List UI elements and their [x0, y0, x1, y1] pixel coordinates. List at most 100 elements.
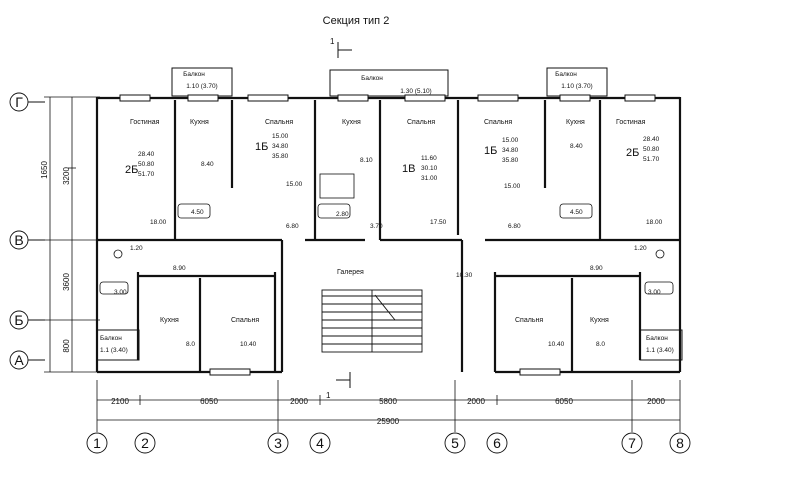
axis-label: Г: [15, 94, 23, 110]
room-name: Галерея: [337, 269, 364, 276]
room-area: 8.40: [201, 161, 214, 168]
dim-top: 5800: [379, 397, 397, 406]
room-area: 18.00: [646, 219, 663, 226]
balcony-label: Балкон: [555, 71, 577, 78]
room-area: 3.70: [370, 223, 383, 230]
apartment-area: 28.40: [138, 151, 155, 158]
axis-label: 5: [451, 435, 459, 451]
room-name: Спальня: [515, 317, 543, 324]
axis-label: В: [14, 232, 23, 248]
dim-left: 3600: [62, 273, 71, 291]
apartment-area: 31.00: [421, 175, 438, 182]
stairwell: [321, 289, 423, 353]
room-area: 10.40: [548, 341, 565, 348]
balconies-bottom: [96, 329, 683, 361]
axis-bubbles-vertical: [9, 92, 45, 370]
axis-label: 2: [141, 435, 149, 451]
apartment-area: 50.80: [138, 161, 155, 168]
balcony-label: Балкон: [100, 335, 122, 342]
dim-top: 2000: [467, 397, 485, 406]
room-name: Спальня: [407, 119, 435, 126]
dim-top: 6050: [200, 397, 218, 406]
room-area: 8.0: [186, 341, 195, 348]
apartment-type: 2Б: [125, 164, 138, 176]
apartment-area: 11.60: [421, 155, 437, 162]
apartment-type: 1В: [402, 163, 415, 175]
axis-label: 7: [628, 435, 636, 451]
room-area: 8.90: [173, 265, 186, 272]
axis-label: 4: [316, 435, 324, 451]
room-area: 17.50: [430, 219, 447, 226]
dimension-lines-bottom: [96, 380, 681, 432]
apartment-area: 34.80: [502, 147, 519, 154]
room-area: 6.80: [508, 223, 521, 230]
balcony-label: Балкон: [183, 71, 205, 78]
section-mark-bottom: 1: [326, 391, 331, 400]
room-area: 3.00: [114, 289, 127, 296]
room-area: 15.00: [504, 183, 521, 190]
room-name: Кухня: [590, 317, 609, 324]
room-area: 8.40: [570, 143, 583, 150]
apartment-area: 34.80: [272, 143, 289, 150]
room-name: Гостиная: [130, 119, 160, 126]
room-area: 3.00: [648, 289, 661, 296]
windows: [119, 94, 656, 376]
apartment-type: 1Б: [255, 141, 268, 153]
axis-label: Б: [14, 312, 23, 328]
dim-left: 800: [62, 339, 71, 353]
apartment-area: 51.70: [138, 171, 155, 178]
room-area: 4.50: [191, 209, 204, 216]
balcony-area: 1.1 (3.40): [646, 347, 674, 354]
balconies-top: [171, 67, 608, 97]
room-area: 15.00: [286, 181, 303, 188]
dim-left: 1650: [40, 161, 49, 179]
apartment-area: 30.10: [421, 165, 438, 172]
dim-top: 2100: [111, 397, 129, 406]
dim-top: 2000: [290, 397, 308, 406]
room-area: 10.30: [456, 272, 473, 279]
balcony-area: 1.10 (3.70): [186, 83, 217, 90]
room-area: 8.10: [360, 157, 373, 164]
apartment-area: 15.00: [272, 133, 289, 140]
room-area: 18.00: [150, 219, 167, 226]
room-name: Гостиная: [616, 119, 646, 126]
room-area: 10.40: [240, 341, 257, 348]
room-area: 8.90: [590, 265, 603, 272]
section-cut-bottom: [336, 372, 351, 388]
dim-top: 6050: [555, 397, 573, 406]
walls: [95, 96, 682, 374]
room-area: 1.20: [130, 245, 143, 252]
room-name: Спальня: [265, 119, 293, 126]
room-name: Спальня: [231, 317, 259, 324]
apartment-type: 1Б: [484, 145, 497, 157]
room-area: 8.0: [596, 341, 605, 348]
room-area: 4.50: [570, 209, 583, 216]
dimension-lines-left: [44, 96, 100, 373]
plumbing-fixtures: [99, 173, 674, 295]
apartment-area: 28.40: [643, 136, 660, 143]
axis-label: 1: [93, 435, 101, 451]
axis-bubbles-horizontal: [86, 432, 691, 454]
section-mark-top: 1: [330, 37, 335, 46]
dim-left: 3200: [62, 167, 71, 185]
axis-label: 3: [274, 435, 282, 451]
axis-label: 8: [676, 435, 684, 451]
balcony-area: 1.10 (3.70): [561, 83, 592, 90]
apartment-area: 35.80: [272, 153, 289, 160]
room-name: Спальня: [484, 119, 512, 126]
apartment-area: 35.80: [502, 157, 519, 164]
room-name: Кухня: [566, 119, 585, 126]
room-area: 2.80: [336, 211, 349, 218]
apartment-area: 50.80: [643, 146, 660, 153]
apartment-type: 2Б: [626, 147, 639, 159]
room-name: Кухня: [160, 317, 179, 324]
balcony-label: Балкон: [361, 75, 383, 82]
section-cut-top: [337, 42, 352, 58]
apartment-area: 51.70: [643, 156, 660, 163]
room-area: 1.20: [634, 245, 647, 252]
room-name: Кухня: [190, 119, 209, 126]
axis-label: А: [14, 352, 24, 368]
room-area: 6.80: [286, 223, 299, 230]
balcony-area: 1.30 (5.10): [400, 88, 431, 95]
